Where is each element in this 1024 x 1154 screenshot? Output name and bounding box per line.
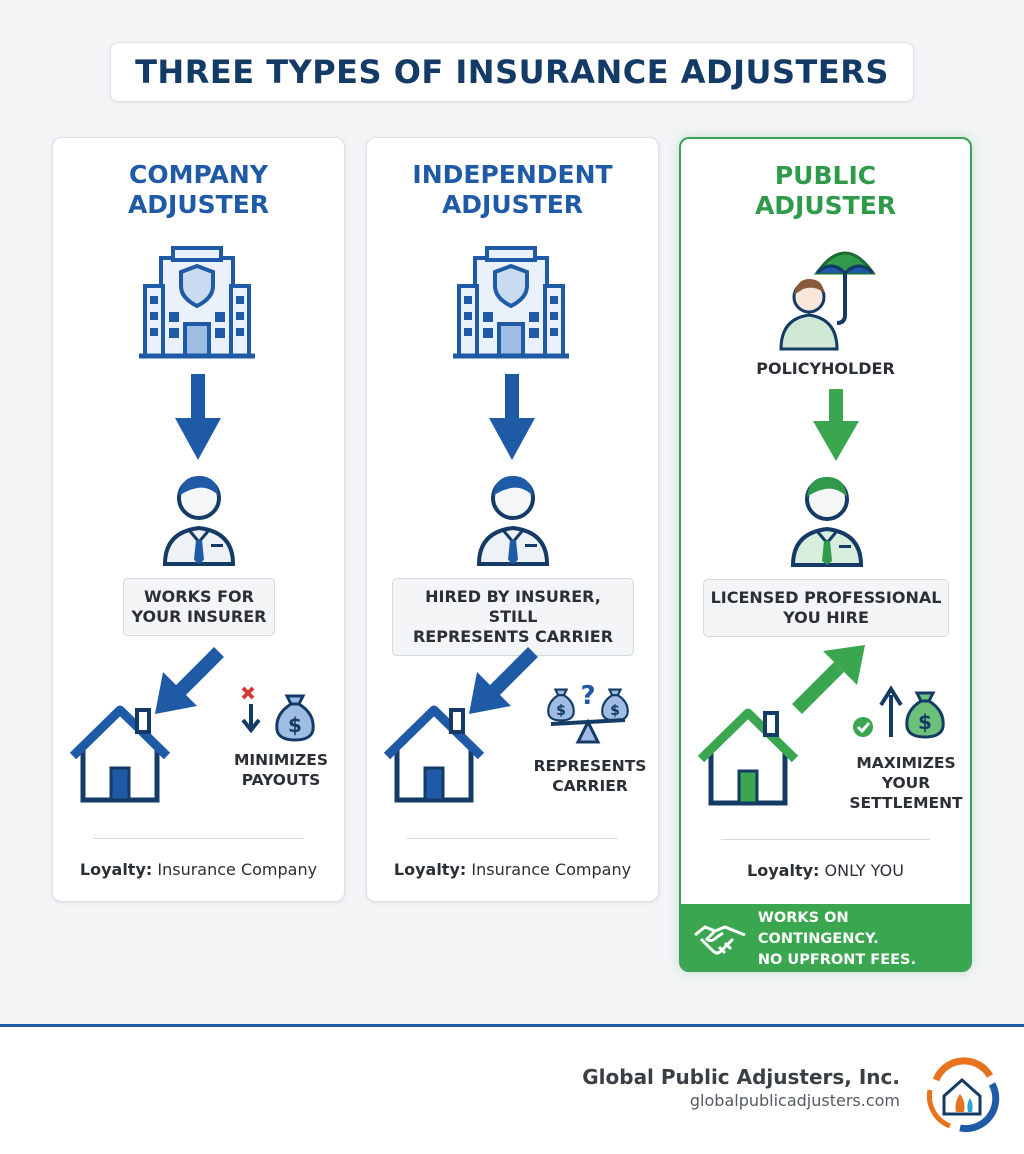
adjuster-person-icon — [163, 474, 235, 566]
footer — [0, 1027, 1024, 1154]
card-company-adjuster: COMPANY ADJUSTER WORKS FOR YOUR INSURER … — [52, 137, 345, 902]
contingency-text: WORKS ON CONTINGENCY. NO UPFRONT FEES. — [757, 909, 916, 968]
arrow-diagonal-up-icon — [792, 645, 865, 714]
company-name: Global Public Adjusters, Inc. — [582, 1065, 900, 1089]
outcome-caption: REPRESENTS CARRIER — [533, 757, 647, 795]
card-title: INDEPENDENT ADJUSTER — [412, 160, 613, 219]
arrow-down-icon — [813, 389, 859, 461]
umbrella-person-icon — [779, 251, 876, 351]
arrow-down-icon — [489, 374, 535, 460]
card-title: PUBLIC ADJUSTER — [754, 161, 897, 220]
outcome-caption: MINIMIZES PAYOUTS — [233, 751, 329, 789]
page-title: THREE TYPES OF INSURANCE ADJUSTERS — [135, 53, 889, 91]
contingency-banner: WORKS ON CONTINGENCY. NO UPFRONT FEES. — [681, 904, 970, 970]
loyalty-line: Loyalty: Insurance Company — [79, 860, 318, 879]
house-icon — [69, 696, 175, 804]
outcome-caption: MAXIMIZES YOUR SETTLEMENT — [849, 754, 963, 812]
divider — [93, 838, 304, 839]
svg-text:?: ? — [580, 681, 595, 711]
insurance-building-icon — [453, 244, 573, 364]
svg-text:$: $ — [918, 710, 932, 734]
divider — [721, 839, 930, 840]
role-label: HIRED BY INSURER, STILL REPRESENTS CARRI… — [392, 578, 634, 656]
loyalty-line: Loyalty: ONLY YOU — [747, 861, 904, 880]
adjuster-person-icon — [790, 477, 864, 567]
adjuster-person-icon — [477, 474, 549, 566]
house-icon — [697, 699, 803, 807]
arrow-diagonal-down-icon — [155, 647, 224, 714]
card-public-adjuster: PUBLIC ADJUSTER POLICYHOLDER LICENSED PR… — [679, 137, 972, 972]
insurance-building-icon — [139, 244, 259, 364]
handshake-icon — [694, 925, 746, 955]
card-independent-adjuster: INDEPENDENT ADJUSTER HIRED BY INSURER, S… — [366, 137, 659, 902]
role-label: LICENSED PROFESSIONAL YOU HIRE — [703, 579, 949, 637]
money-up-icon: $ — [853, 685, 945, 739]
role-label: WORKS FOR YOUR INSURER — [123, 578, 275, 636]
company-logo-icon — [926, 1057, 1000, 1133]
card-title: COMPANY ADJUSTER — [127, 160, 270, 219]
divider — [407, 838, 618, 839]
policyholder-caption: POLICYHOLDER — [756, 359, 895, 378]
money-down-icon — [241, 686, 315, 742]
footer-divider — [0, 1024, 1024, 1027]
arrow-diagonal-down-icon — [469, 647, 538, 714]
house-icon — [383, 696, 489, 804]
company-url: globalpublicadjusters.com — [689, 1091, 900, 1110]
arrow-down-icon — [175, 374, 221, 460]
loyalty-line: Loyalty: Insurance Company — [393, 860, 632, 879]
balance-scale-icon: ? — [547, 681, 629, 744]
title-box: THREE TYPES OF INSURANCE ADJUSTERS — [110, 42, 914, 102]
